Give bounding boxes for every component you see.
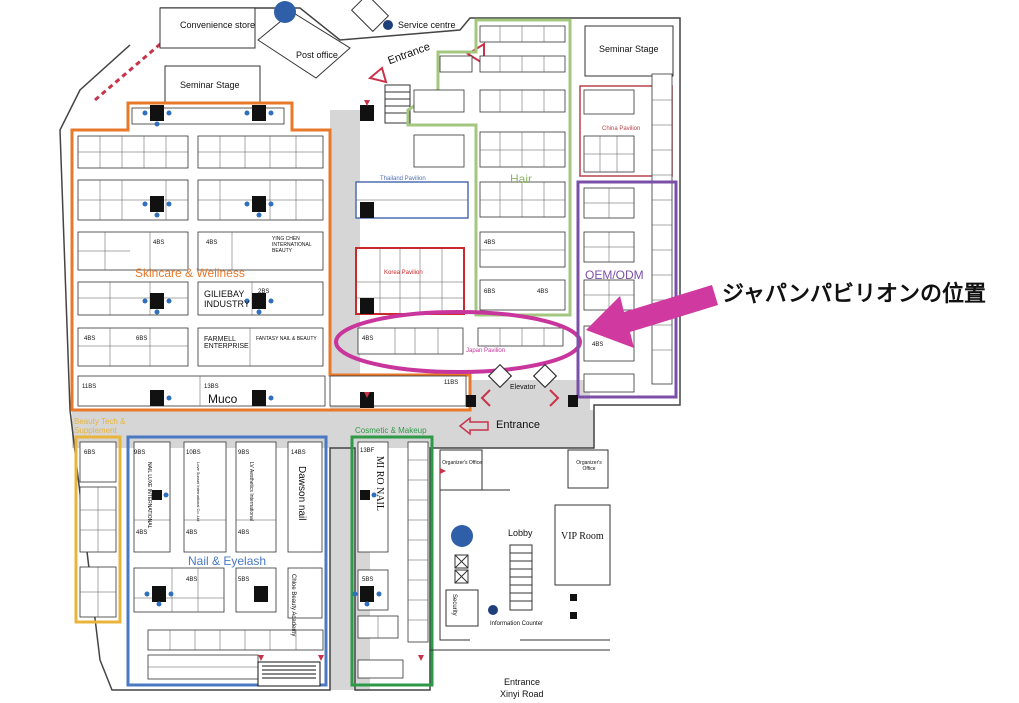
post-office-outline — [257, 11, 351, 79]
booth-tag: 4BS — [537, 289, 549, 295]
callout-arrow — [586, 285, 718, 348]
escalator — [509, 544, 533, 611]
exhibitor-miro: MI RO NAIL — [374, 456, 385, 511]
zone-beauty-tech-label: Beauty Tech & Supplement — [74, 417, 126, 435]
zone-oem-label: OEM/ODM — [585, 268, 644, 282]
zone-nail-border — [126, 435, 328, 687]
information-counter-label: Information Counter — [490, 621, 544, 627]
booth-tag: 6BS — [84, 450, 96, 456]
organizers-office-left-label: Organizer's Office — [442, 460, 482, 466]
japan-pavilion-callout: ジャパンパビリオンの位置 — [722, 282, 987, 307]
security-label: Security — [451, 594, 457, 616]
entrance-middle-label: Entrance — [496, 419, 541, 431]
vip-room-label: VIP Room — [561, 531, 604, 542]
exhibitor-lv: LV Aesthetics International — [248, 462, 254, 521]
exhibitor-dawson: Dawson nail — [296, 466, 307, 521]
booth-tag: 4BS — [238, 530, 250, 536]
convenience-store-label: Convenience store — [180, 20, 256, 30]
zone-skincare-label: Skincare & Wellness — [135, 266, 245, 280]
booth-tag: 4BS — [186, 577, 198, 583]
booth-tag: 6BS — [136, 336, 148, 342]
elevator-icons — [487, 363, 558, 389]
booth-tag: 5BS — [362, 577, 374, 583]
elevator-label: Elevator — [510, 384, 536, 391]
booth-tag: 9BS — [134, 450, 146, 456]
exhibitor-yingchen: YING CHEN INTERNATIONAL BEAUTY — [272, 236, 312, 254]
organizers-office-right-label: Organizer's Office — [576, 460, 602, 472]
booth-tag: 14BS — [291, 450, 306, 456]
service-centre-label: Service centre — [398, 20, 456, 30]
booth-tag: 13BS — [204, 384, 219, 390]
booth-tag: 11BS — [444, 380, 459, 386]
booth-tag: 2BS — [258, 289, 270, 295]
pillars — [150, 105, 578, 602]
booth-tag: 11BS — [82, 384, 97, 390]
zone-cosmetic-label: Cosmetic & Makeup — [355, 426, 427, 435]
booth-tag: 4BS — [206, 240, 218, 246]
booth-tag: 4BS — [186, 530, 198, 536]
info-icon-bottom — [488, 605, 498, 615]
booth-tag: 4BS — [153, 240, 165, 246]
lobby-restroom-icon — [451, 525, 473, 547]
exhibitor-fantasy: FANTASY NAIL & BEAUTY — [256, 336, 317, 342]
booth-tag: 9BS — [238, 450, 250, 456]
booth-tag: 4BS — [592, 342, 604, 348]
booth-tag: 13BF — [360, 448, 375, 454]
zone-cosmetic-border — [350, 435, 434, 687]
zone-nail-label: Nail & Eyelash — [188, 554, 267, 568]
zone-hair-label: Hair — [510, 172, 533, 186]
lobby-label: Lobby — [508, 528, 533, 538]
japan-pavilion-highlight — [334, 310, 582, 374]
zone-thailand-label: Thailand Pavilion — [380, 176, 426, 182]
exhibitor-love: Love Sunset International Co.,Ltd — [196, 462, 201, 522]
booth-tag: 10BS — [186, 450, 201, 456]
post-office-label: Post office — [296, 50, 338, 60]
staircase-top — [384, 84, 411, 124]
entrance-bottom-label: Entrance — [504, 677, 541, 687]
seminar-stage-right-label: Seminar Stage — [599, 44, 659, 54]
zone-japan-label: Japan Pavilion — [466, 348, 506, 354]
zone-oem-border — [576, 180, 678, 399]
booth-tag: 4BS — [84, 336, 96, 342]
xinyi-road-label: Xinyi Road — [500, 689, 544, 699]
exhibitor-chloe: Chloe Beauty Academy — [290, 574, 296, 637]
info-icon-top — [383, 20, 393, 30]
zone-beauty-tech-border — [74, 435, 122, 624]
booth-tag: 4BS — [484, 240, 496, 246]
booth-tag: 5BS — [238, 577, 250, 583]
booth-tag: 4BS — [362, 336, 374, 342]
exhibitor-muco: Muco — [208, 392, 238, 406]
zone-skincare-border — [70, 101, 472, 412]
booth-tag: 4BS — [136, 530, 148, 536]
exhibitor-giliebay: GILIEBAY INDUSTRY — [204, 289, 250, 309]
restroom-icon — [274, 1, 296, 23]
exhibitor-farmell: FARMELL ENTERPRISE — [204, 336, 249, 350]
booth-tag: 6BS — [484, 289, 496, 295]
seminar-stage-right-box — [584, 25, 674, 77]
zone-korea-label: Korea Pavilion — [384, 270, 423, 276]
zone-china-label: China Pavilion — [602, 126, 641, 132]
zone-hair-border — [406, 18, 572, 317]
seminar-stage-left-label: Seminar Stage — [180, 80, 240, 90]
exhibitor-nailluxe: NAIL LUXE INTERNATIONAL — [146, 462, 152, 529]
staircase-bottom — [257, 661, 321, 687]
